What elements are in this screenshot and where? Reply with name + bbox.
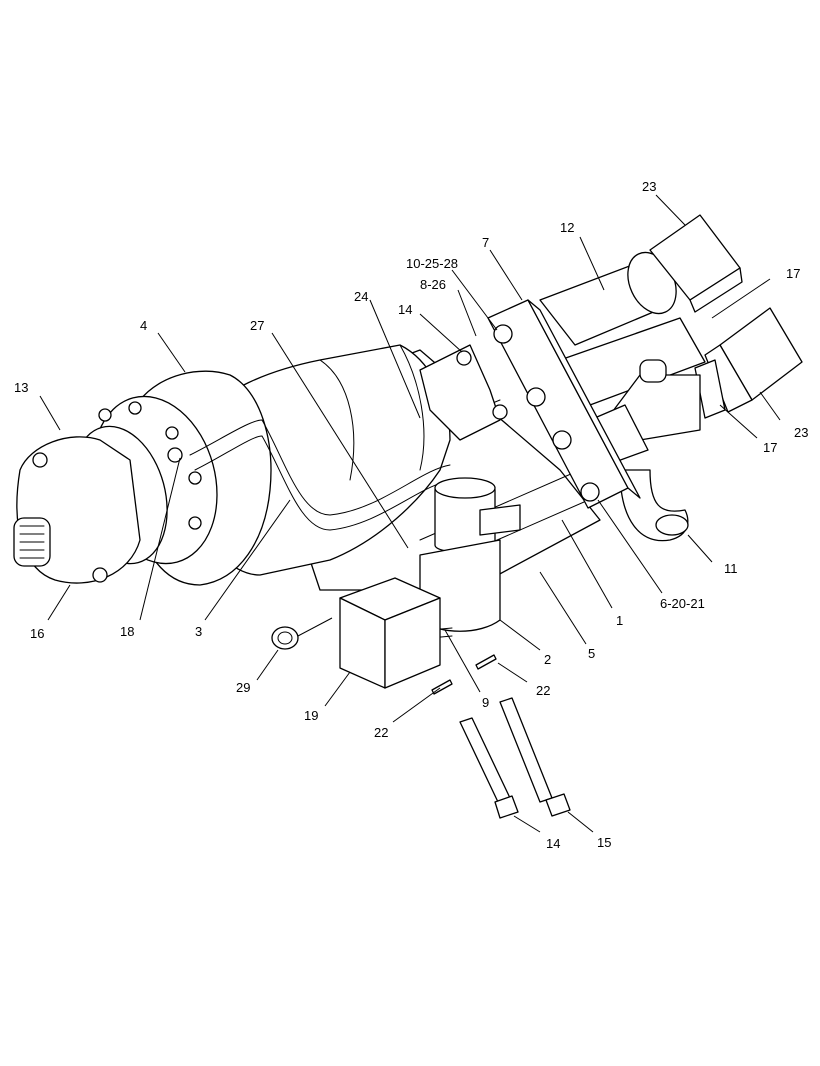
callout-9: 9 [482,695,489,710]
lower-hardware [431,654,571,819]
callout-5: 5 [588,646,595,661]
callout-24: 24 [354,289,368,304]
callout-13: 13 [14,380,28,395]
callout-1: 1 [616,613,623,628]
callout-6-20-21: 6-20-21 [660,596,705,611]
leader-lines [39,194,781,833]
callout-29: 29 [236,680,250,695]
callout-10-25-28: 10-25-28 [406,256,458,271]
callouts: 13 4 16 18 3 27 24 14 8-26 10-25-28 7 12… [14,179,808,851]
callout-8-26: 8-26 [420,277,446,292]
callout-14-lower: 14 [546,836,560,851]
callout-27: 27 [250,318,264,333]
callout-2: 2 [544,652,551,667]
tube-assembly [539,214,803,542]
bracket-plate [419,299,641,509]
callout-15: 15 [597,835,611,850]
pump-assembly [13,370,272,586]
bent-tube [189,419,453,531]
callout-22-left: 22 [374,725,388,740]
callout-17-lower: 17 [763,440,777,455]
callout-12: 12 [560,220,574,235]
callout-18: 18 [120,624,134,639]
callout-16: 16 [30,626,44,641]
callout-23-lower: 23 [794,425,808,440]
callout-22-right: 22 [536,683,550,698]
callout-19: 19 [304,708,318,723]
solenoid-coil [271,577,441,689]
callout-4: 4 [140,318,147,333]
callout-23-upper: 23 [642,179,656,194]
valve-block [419,477,521,639]
callout-11: 11 [724,561,738,576]
callout-3: 3 [195,624,202,639]
callout-17-upper: 17 [786,266,800,281]
callout-14-upper: 14 [398,302,412,317]
callout-7: 7 [482,235,489,250]
